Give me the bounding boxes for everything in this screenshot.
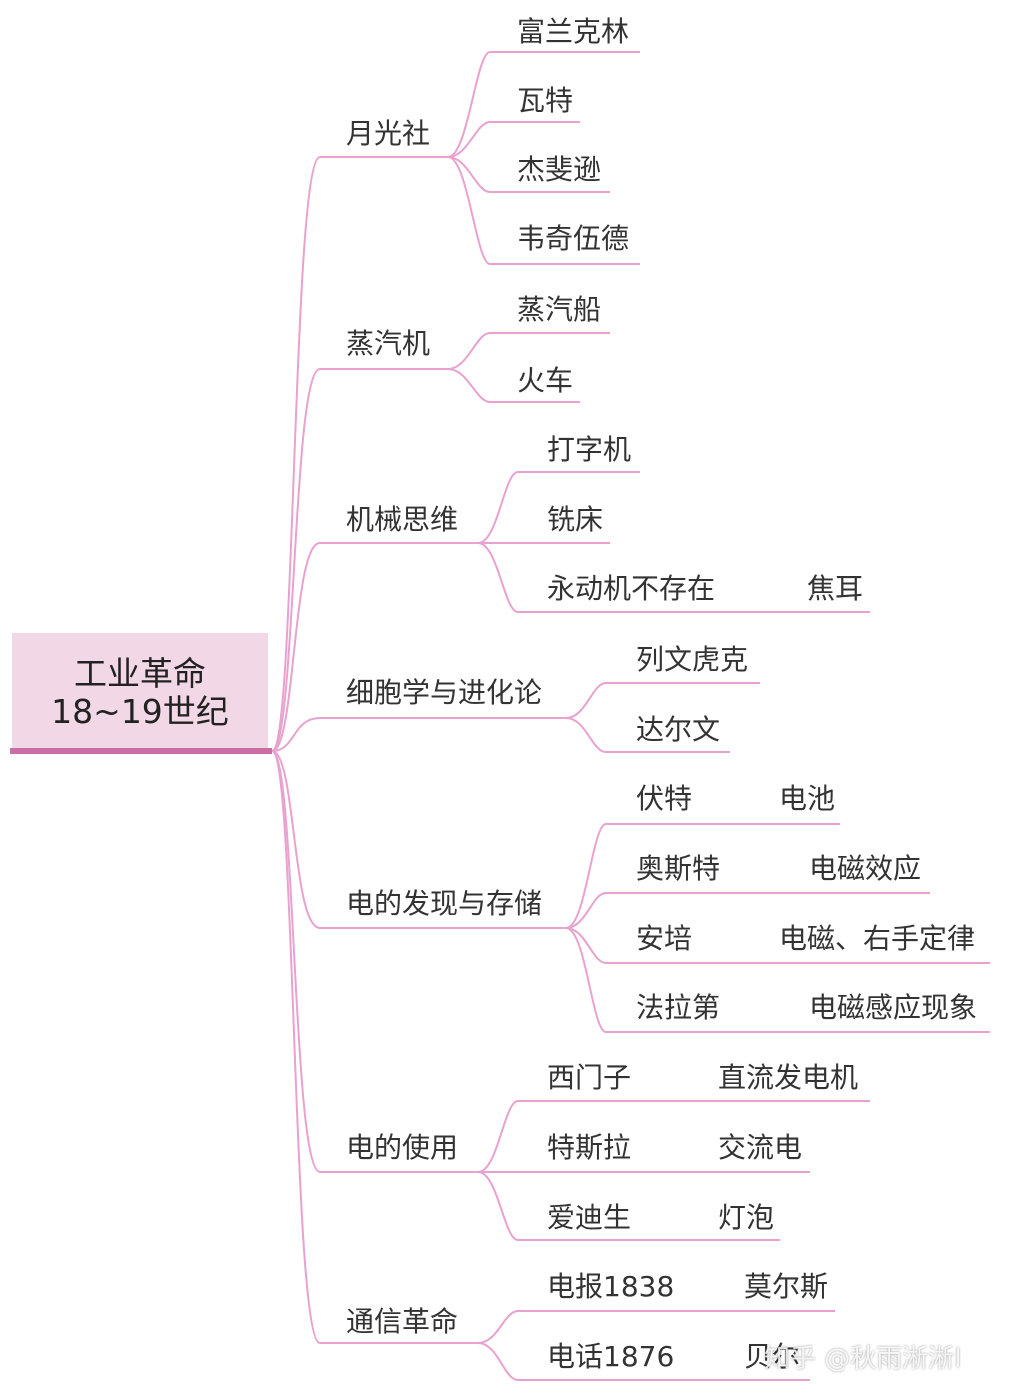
branch-connector-5	[271, 750, 478, 1173]
leaf-note: 焦耳	[807, 572, 864, 605]
leaf-connector-2-0	[477, 471, 519, 544]
leaf-connector-4-3	[565, 927, 607, 1033]
leaf-node: 安培	[636, 922, 693, 955]
leaf-node: 列文虎克	[636, 643, 749, 676]
leaf-note: 莫尔斯	[744, 1270, 829, 1303]
leaf-node: 蒸汽船	[517, 293, 602, 326]
branch-connector-1	[271, 368, 448, 752]
leaf-node: 西门子	[547, 1061, 632, 1094]
root-title: 工业革命 18~19世纪	[12, 655, 268, 731]
watermark: 知乎 @秋雨淅淅l	[764, 1344, 962, 1374]
root-underline	[10, 748, 272, 754]
leaf-connector-3-1	[565, 717, 607, 753]
leaf-node: 特斯拉	[547, 1131, 632, 1164]
leaf-connector-2-2	[477, 542, 519, 613]
branch-connector-0	[271, 156, 448, 752]
leaf-node: 韦奇伍德	[517, 222, 630, 255]
branch-connector-4	[271, 750, 566, 929]
leaf-connector-6-0	[477, 1310, 519, 1344]
leaf-node: 杰斐逊	[517, 153, 602, 186]
leaf-node: 爱迪生	[547, 1201, 632, 1234]
root-title-line2: 18~19世纪	[51, 692, 229, 731]
leaf-node: 打字机	[547, 433, 632, 466]
leaf-connector-1-1	[447, 368, 491, 403]
branch-connector-3	[271, 717, 566, 752]
leaf-note: 电池	[779, 782, 836, 815]
leaf-node: 铣床	[547, 503, 604, 536]
branch-connector-2	[271, 542, 478, 752]
leaf-connector-4-0	[565, 823, 607, 929]
leaf-connector-4-2	[565, 927, 607, 964]
leaf-connector-1-0	[447, 332, 491, 370]
leaf-node: 电话1876	[547, 1340, 675, 1373]
leaf-node: 伏特	[636, 782, 693, 815]
leaf-note: 直流发电机	[718, 1061, 859, 1094]
root-title-line1: 工业革命	[74, 654, 206, 693]
leaf-connector-0-1	[447, 121, 491, 158]
leaf-note: 交流电	[718, 1131, 803, 1164]
leaf-note: 电磁、右手定律	[779, 922, 976, 955]
leaf-connector-6-1	[477, 1342, 519, 1381]
branch-communication: 通信革命	[346, 1305, 459, 1338]
branch-steam-engine: 蒸汽机	[346, 327, 431, 360]
leaf-node: 永动机不存在	[547, 572, 716, 605]
leaf-connector-0-2	[447, 156, 491, 193]
leaf-connector-0-3	[447, 156, 491, 265]
root-node	[12, 633, 268, 749]
branch-electricity-use: 电的使用	[346, 1131, 459, 1164]
leaf-connector-4-1	[565, 892, 607, 929]
branch-connector-6	[271, 750, 478, 1344]
leaf-node: 火车	[517, 364, 574, 397]
branch-electricity-discovery: 电的发现与存储	[346, 887, 543, 920]
branch-yueguangshe: 月光社	[346, 117, 431, 150]
leaf-note: 贝尔	[744, 1340, 801, 1373]
branch-mechanical-thinking: 机械思维	[346, 503, 459, 536]
leaf-node: 电报1838	[547, 1270, 675, 1303]
leaf-note: 电磁感应现象	[809, 991, 978, 1024]
leaf-connector-5-2	[477, 1171, 519, 1241]
leaf-node: 奥斯特	[636, 852, 721, 885]
leaf-connector-0-0	[447, 51, 491, 158]
leaf-note: 电磁效应	[809, 852, 922, 885]
leaf-node: 富兰克林	[517, 15, 630, 48]
leaf-node: 法拉第	[636, 991, 721, 1024]
leaf-note: 灯泡	[718, 1201, 775, 1234]
leaf-node: 达尔文	[636, 713, 721, 746]
leaf-node: 瓦特	[517, 84, 574, 117]
branch-cell-evolution: 细胞学与进化论	[346, 676, 543, 709]
leaf-connector-5-0	[477, 1100, 519, 1173]
leaf-connector-3-0	[565, 682, 607, 719]
